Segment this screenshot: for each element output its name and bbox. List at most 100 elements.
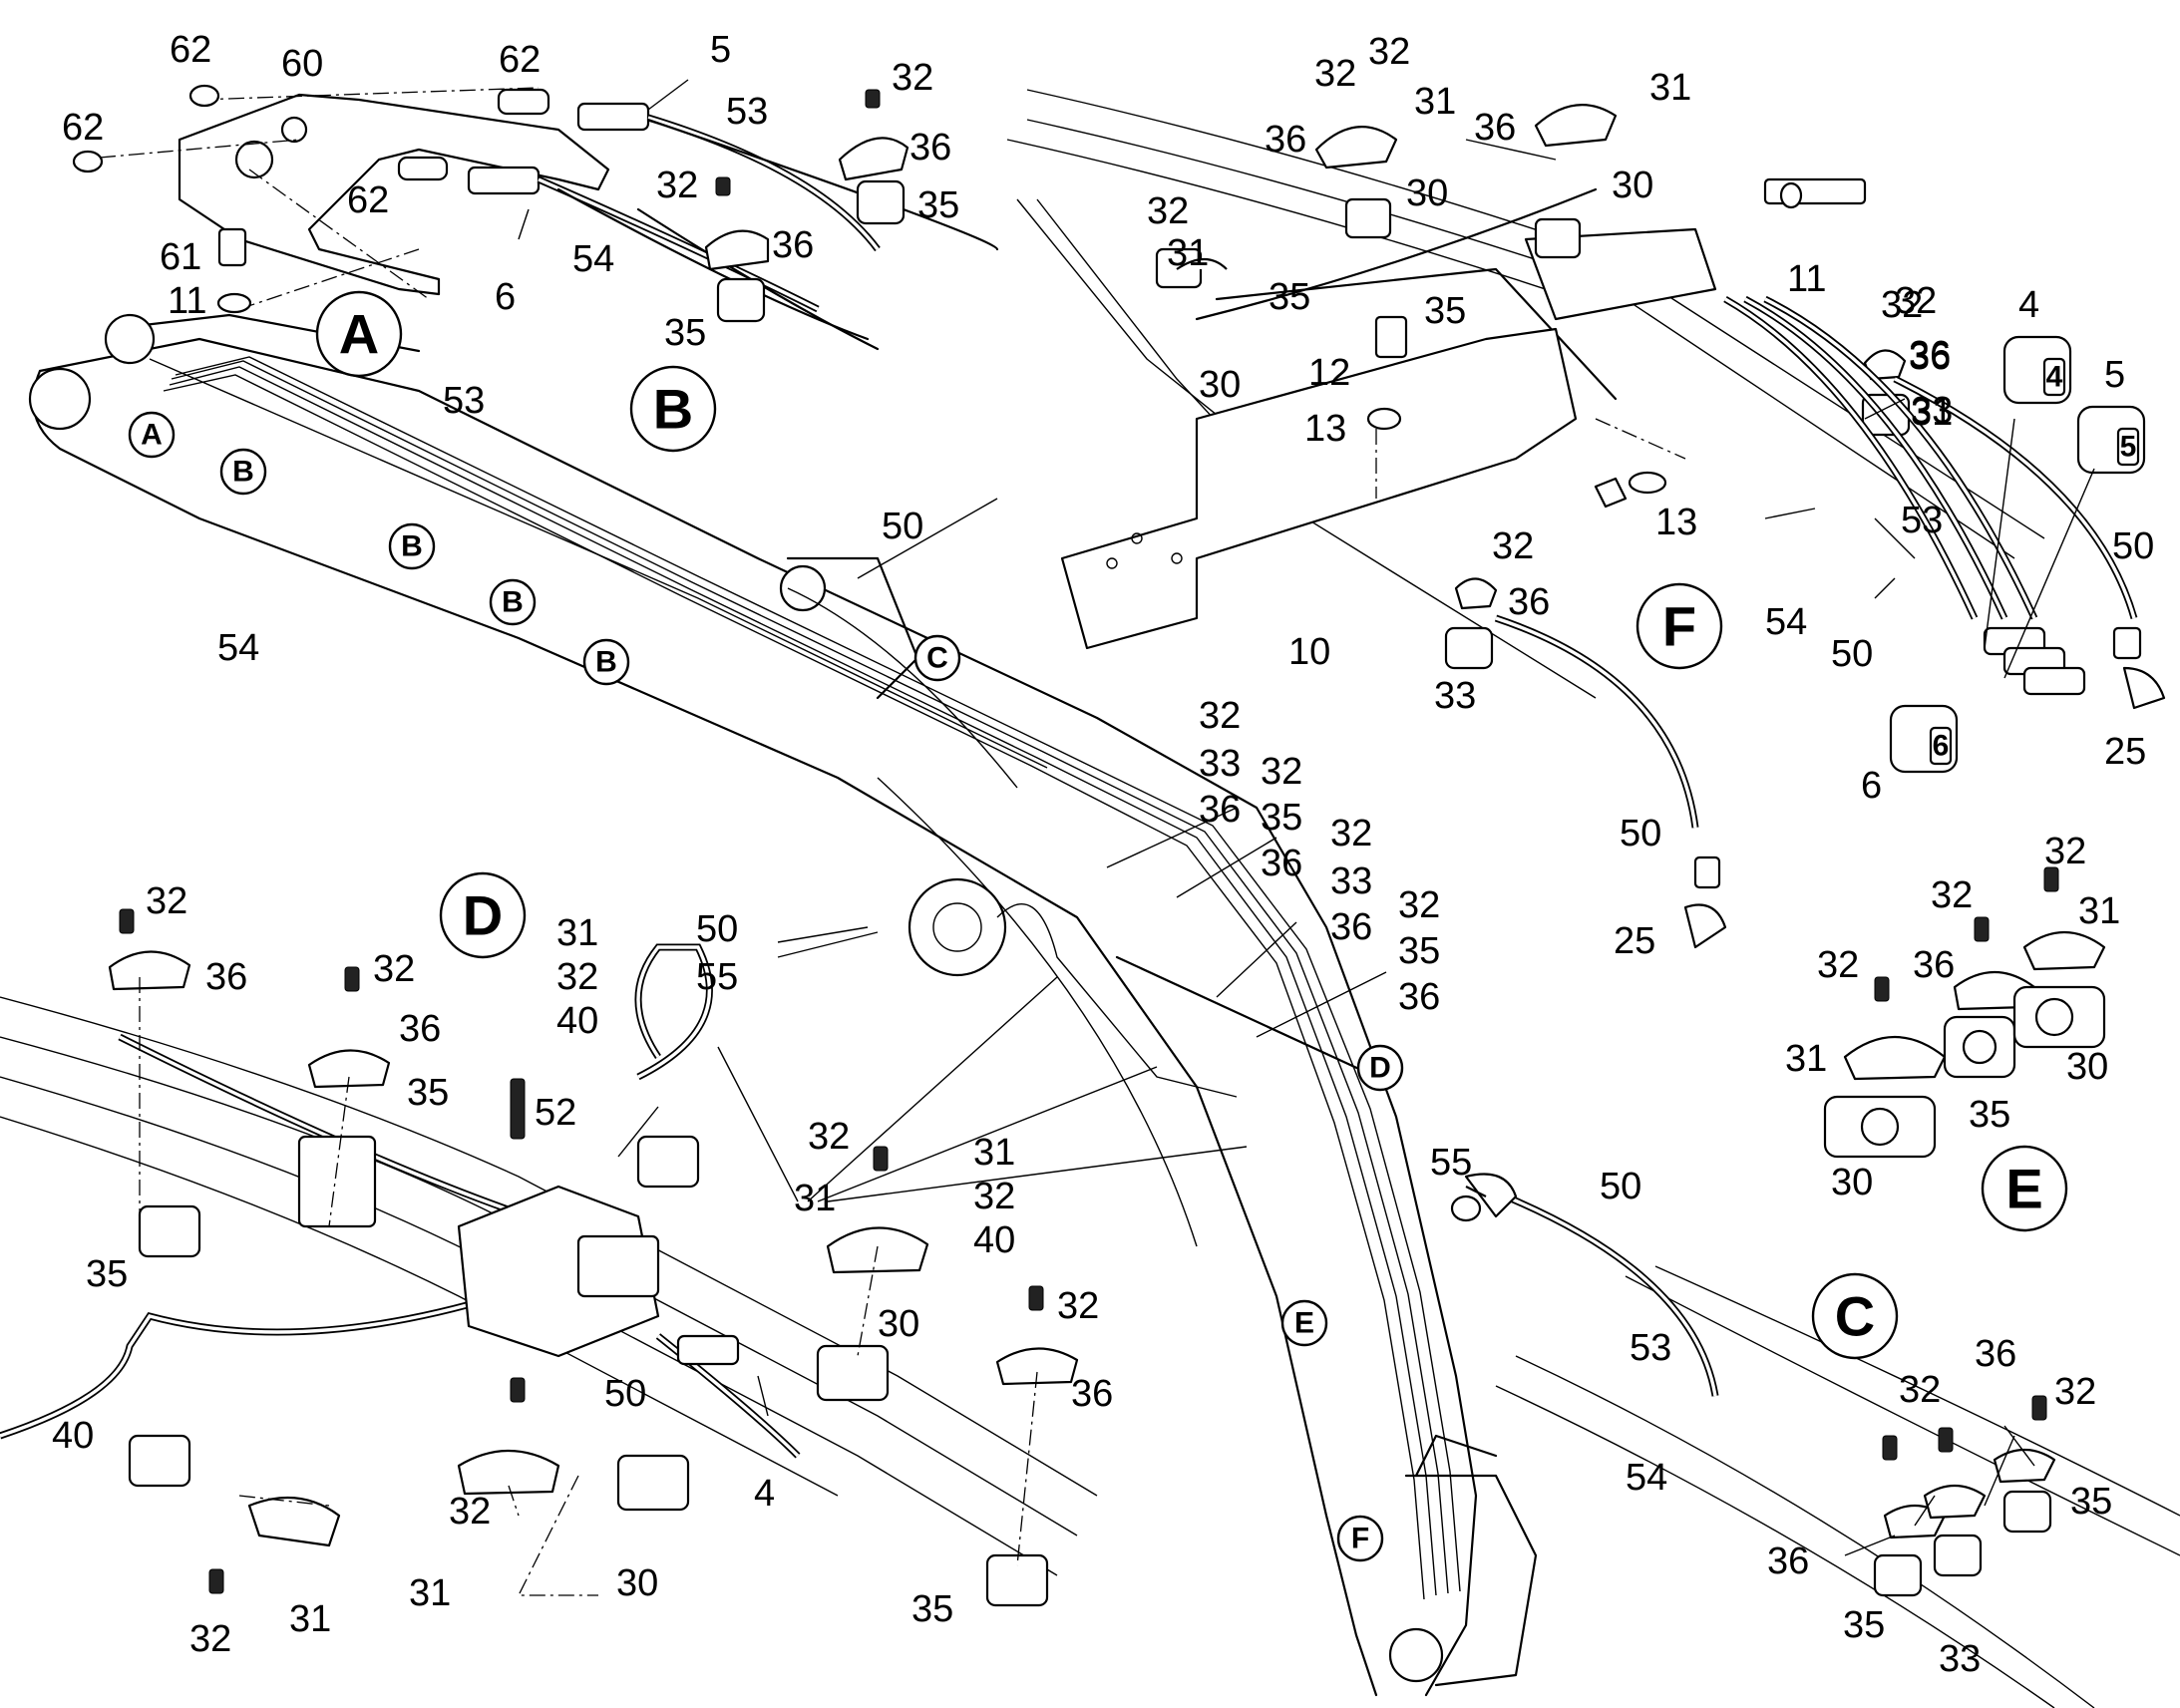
leader-lines [518, 79, 2095, 1556]
callout: 31 [1414, 81, 1456, 123]
callout: 40 [973, 1219, 1015, 1261]
callout: 55 [696, 956, 738, 998]
callout: 53 [443, 380, 485, 422]
callout: 4 [754, 1473, 775, 1515]
boom-marker-d: D [1369, 1052, 1391, 1085]
view-a-assembly [72, 84, 881, 314]
callout: 32 [1492, 525, 1534, 567]
boom-arm [28, 313, 1538, 1697]
callout: 32 [1368, 31, 1410, 73]
callouts-view-b: 53 54 32 36 35 32 36 35 [572, 57, 959, 354]
callout: 35 [917, 184, 959, 226]
view-circles: A B C D E F [315, 290, 2068, 1360]
callout: 32 [656, 165, 698, 206]
view-d-assembly [0, 908, 1098, 1607]
callout: 11 [1787, 258, 1826, 300]
view-c-assembly [1450, 1173, 2180, 1708]
hose-tag-group: 4 5 6 [1889, 335, 2146, 774]
callout: 50 [604, 1373, 646, 1415]
callout: 36 [1199, 789, 1241, 831]
callout: 36 [1071, 1373, 1113, 1415]
callout: 32 [1147, 190, 1189, 232]
callout: 32 [1398, 884, 1440, 926]
callout: 36 [399, 1008, 441, 1050]
callout: 36 [1767, 1540, 1809, 1582]
callout: 31 [973, 1132, 1015, 1174]
boom-marker-b: B [502, 586, 524, 619]
callout: 35 [1969, 1094, 2010, 1136]
callout: 35 [1398, 930, 1440, 972]
callout: 32 [1057, 1285, 1099, 1327]
boom-hose-run [163, 356, 1461, 1600]
callout: 12 [1308, 352, 1350, 394]
callout: 32 [1931, 874, 1973, 916]
callout: 30 [1406, 172, 1448, 214]
callout: 62 [499, 39, 541, 81]
callout: 53 [1630, 1327, 1671, 1369]
callout: 36 [1975, 1333, 2016, 1375]
callout: 30 [2066, 1046, 2108, 1088]
view-a-label: A [339, 303, 379, 366]
callout: 35 [1261, 797, 1302, 839]
callout: 32 [373, 948, 415, 990]
callout: 32 [1261, 751, 1302, 793]
callout: 32 [2044, 831, 2086, 872]
callout: 54 [1626, 1457, 1667, 1499]
callout: 40 [52, 1415, 94, 1457]
callout: 32 [2054, 1371, 2096, 1413]
callout: 30 [1831, 1162, 1873, 1203]
view-b-hose-run [556, 89, 999, 351]
callout: 30 [878, 1303, 919, 1345]
callout: 36 [772, 224, 814, 266]
callout: 32 [449, 1491, 491, 1533]
hose-tag-4: 4 [2002, 335, 2072, 405]
callout: 5 [710, 29, 731, 71]
callout: 36 [1398, 976, 1440, 1018]
callout: 36 [1508, 581, 1550, 623]
callout: 31 [794, 1178, 836, 1219]
callouts-view-c: 55 50 53 54 36 32 32 35 36 35 33 [1430, 1142, 2112, 1680]
callout: 35 [1424, 290, 1466, 332]
callout: 36 [1474, 107, 1516, 149]
callouts-view-e: 32 32 31 32 36 31 30 35 30 [1785, 831, 2120, 1203]
callout: 36 [1261, 843, 1302, 884]
callout: 35 [911, 1588, 953, 1630]
callout: 32 [1881, 284, 1923, 326]
boom-markers: A B B B B C D E F [128, 411, 1404, 1562]
callout: 54 [572, 238, 614, 280]
callout: 54 [217, 627, 259, 669]
callout: 50 [1831, 633, 1873, 675]
callout: 50 [1620, 813, 1661, 854]
callout: 50 [2112, 525, 2154, 567]
callout: 32 [1199, 695, 1241, 737]
callout: 36 [1265, 119, 1306, 161]
hose-tag-5: 5 [2076, 405, 2146, 475]
callout: 52 [535, 1092, 576, 1134]
callout: 32 [1330, 813, 1372, 854]
callout: 4 [2018, 284, 2039, 326]
view-f-label: F [1662, 595, 1696, 658]
callout: 32 [1895, 280, 1937, 322]
callout: 31 [1911, 392, 1953, 434]
callout: 30 [616, 1562, 658, 1604]
callout: 32 [1817, 944, 1859, 986]
callout: 36 [1909, 334, 1951, 376]
callout: 36 [1330, 906, 1372, 948]
callout: 33 [1330, 860, 1372, 902]
callout: 31 [1167, 232, 1209, 274]
view-c-label: C [1835, 1285, 1875, 1348]
callout: 33 [1911, 390, 1953, 432]
callout: 35 [664, 312, 706, 354]
callout: 36 [909, 127, 951, 169]
callout: 35 [407, 1072, 449, 1114]
callout: 13 [1304, 408, 1346, 450]
callout: 31 [409, 1572, 451, 1614]
view-d-label: D [463, 884, 503, 947]
callout: 62 [62, 107, 104, 149]
callout: 36 [1909, 336, 1951, 378]
callout: 35 [1269, 276, 1310, 318]
boom-marker-c: C [926, 642, 948, 675]
callout: 54 [1765, 601, 1807, 643]
view-b-label: B [653, 378, 693, 441]
